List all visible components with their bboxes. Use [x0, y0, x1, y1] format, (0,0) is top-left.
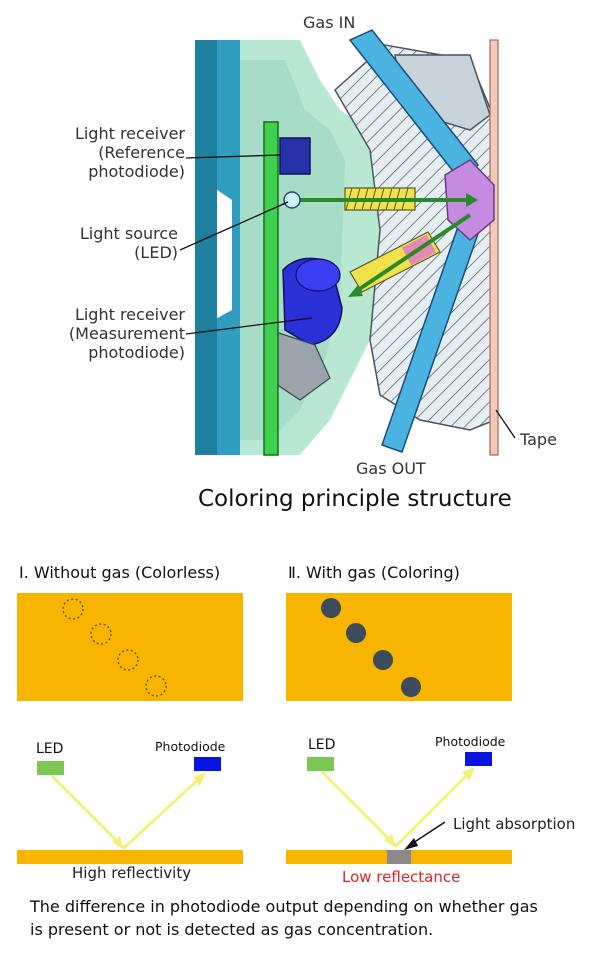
beam-without [50, 773, 205, 850]
colorless-dots [62, 598, 167, 697]
pcb-board [263, 121, 279, 456]
low-reflectance-label: Low reflectance [342, 868, 461, 886]
tape-panel-with [286, 593, 512, 701]
leader-absorption [409, 821, 446, 846]
photodiode-label-without: Photodiode [155, 739, 226, 754]
ref-line-1: Light receiver [74, 124, 185, 143]
panel-with-title: Ⅱ. With gas (Coloring) [288, 563, 460, 582]
absorbed-spot [387, 850, 411, 864]
beam-from-tape [353, 213, 472, 294]
leader-measurement [185, 317, 313, 335]
leader-reference [185, 154, 281, 159]
tape-strip-without [17, 850, 243, 864]
gas-in-label: Gas IN [303, 13, 356, 32]
meas-line-2: (Measurement [68, 324, 185, 343]
ref-line-3: photodiode) [88, 162, 185, 181]
led-line-2: (LED) [134, 243, 178, 262]
ref-line-2: (Reference [98, 143, 185, 162]
led-label-without: LED [36, 741, 64, 757]
gas-in-channel [348, 29, 480, 182]
photodiode-block-with [465, 752, 492, 766]
reference-photodiode-shape [279, 137, 311, 175]
photodiode-block-without [194, 757, 221, 771]
colored-dots [321, 598, 421, 697]
meas-line-3: photodiode) [88, 343, 185, 362]
reference-photodiode-label: Light receiver (Reference photodiode) [40, 124, 185, 181]
tape-label: Tape [520, 430, 557, 449]
photodiode-label-with: Photodiode [435, 734, 506, 749]
footer-line-2: is present or not is detected as gas con… [30, 920, 434, 939]
tape-strip [489, 39, 499, 456]
meas-line-1: Light receiver [74, 305, 185, 324]
beam-with [320, 768, 474, 848]
led-label-with: LED [308, 737, 336, 753]
led-shape [283, 191, 301, 209]
tape-panel-without [17, 593, 243, 701]
led-block-with [307, 757, 334, 771]
light-absorption-label: Light absorption [453, 815, 576, 833]
gas-out-label: Gas OUT [356, 459, 426, 478]
structure-caption: Coloring principle structure [198, 486, 512, 512]
footer-text: The difference in photodiode output depe… [30, 895, 590, 941]
led-block-without [37, 761, 64, 775]
light-source-label: Light source (LED) [40, 224, 178, 262]
leader-tape [495, 409, 516, 439]
led-line-1: Light source [79, 224, 178, 243]
left-housing-dark [195, 40, 217, 455]
measurement-photodiode-label: Light receiver (Measurement photodiode) [40, 305, 185, 362]
high-reflectivity-label: High reflectivity [72, 864, 192, 882]
panel-without-title: Ⅰ. Without gas (Colorless) [19, 563, 221, 582]
footer-line-1: The difference in photodiode output depe… [30, 897, 538, 916]
leader-led [179, 201, 289, 251]
